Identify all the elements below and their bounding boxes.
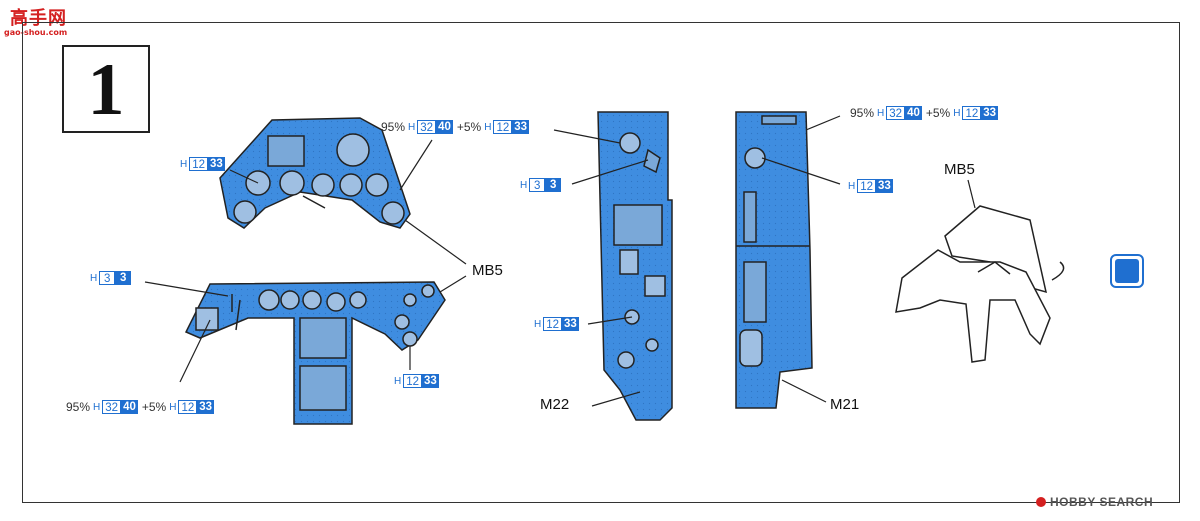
- paint-code: 12: [403, 374, 423, 388]
- part-label-mb5-right: MB5: [944, 161, 975, 178]
- paint-callout-m21-top: 95% H 32 40 +5% H 12 33: [850, 105, 999, 121]
- paint-prefix: H: [93, 401, 101, 413]
- up-arrow-icon-bg: [1115, 259, 1139, 283]
- paint-callout-panel-bottom-left: 95% H 32 40 +5% H 12 33: [66, 399, 215, 415]
- part-label-m22: M22: [540, 396, 570, 413]
- paint-prefix: H: [408, 121, 416, 133]
- paint-code: 12: [493, 120, 513, 134]
- paint-percent: 95%: [850, 106, 875, 120]
- watermark-text: HOBBY SEARCH: [1050, 495, 1154, 509]
- paint-callout-m22-low: H 12 33: [534, 316, 579, 332]
- paint-code: 32: [886, 106, 906, 120]
- paint-code: 33: [197, 400, 215, 414]
- paint-code: 33: [208, 157, 225, 171]
- paint-code: 12: [178, 400, 198, 414]
- watermark: HOBBY SEARCH: [1036, 495, 1153, 509]
- paint-prefix: H: [534, 318, 542, 330]
- paint-callout-hood-top: 95% H 32 40 +5% H 12 33: [381, 119, 530, 135]
- paint-prefix: H: [90, 272, 98, 284]
- step-number: 1: [62, 45, 150, 133]
- m21-side-panel: [735, 111, 813, 409]
- paint-code: 3: [115, 271, 132, 285]
- paint-code: 12: [857, 179, 877, 193]
- site-logo-text: 高手网: [10, 8, 67, 29]
- paint-code: 33: [422, 374, 439, 388]
- up-arrow-icon-box: [1110, 254, 1144, 288]
- paint-code: 3: [545, 178, 562, 192]
- paint-callout-panel-left: H 3 3: [90, 270, 132, 286]
- paint-prefix: H: [520, 179, 528, 191]
- paint-code: 33: [512, 120, 530, 134]
- paint-prefix: H: [953, 107, 961, 119]
- paint-percent: +5%: [141, 400, 167, 414]
- instruction-frame: [22, 22, 1180, 503]
- paint-code: 12: [189, 157, 209, 171]
- paint-callout-m21-dial: H 12 33: [848, 178, 893, 194]
- paint-percent: 95%: [381, 120, 406, 134]
- paint-code: 12: [543, 317, 563, 331]
- paint-code: 12: [962, 106, 982, 120]
- paint-percent: +5%: [456, 120, 482, 134]
- paint-prefix: H: [877, 107, 885, 119]
- site-logo: 高手网 gao-shou.com: [4, 4, 74, 40]
- site-logo-url: gao-shou.com: [4, 28, 68, 37]
- paint-code: 3: [529, 178, 546, 192]
- paint-code: 32: [102, 400, 122, 414]
- paint-prefix: H: [484, 121, 492, 133]
- paint-code: 3: [99, 271, 116, 285]
- paint-code: 33: [876, 179, 893, 193]
- paint-prefix: H: [180, 158, 188, 170]
- part-label-m21: M21: [830, 396, 860, 413]
- m22-side-panel: [597, 111, 673, 421]
- paint-code: 33: [981, 106, 999, 120]
- paint-prefix: H: [394, 375, 402, 387]
- paint-code: 32: [417, 120, 437, 134]
- leader-lines: [144, 115, 976, 407]
- paint-callout-hood-left: H 12 33: [180, 156, 225, 172]
- paint-code: 33: [562, 317, 579, 331]
- paint-callout-panel-knob: H 12 33: [394, 373, 439, 389]
- paint-code: 40: [905, 106, 922, 120]
- instrument-hood: [219, 117, 411, 229]
- paint-percent: 95%: [66, 400, 91, 414]
- paint-code: 40: [121, 400, 138, 414]
- watermark-logo-icon: [1036, 497, 1046, 507]
- paint-prefix: H: [848, 180, 856, 192]
- paint-callout-m22-mid: H 3 3: [520, 177, 562, 193]
- paint-percent: +5%: [925, 106, 951, 120]
- paint-code: 40: [436, 120, 453, 134]
- part-label-mb5: MB5: [472, 262, 503, 279]
- instrument-panel: [184, 281, 446, 425]
- mb5-etched-part: [895, 205, 1065, 363]
- paint-prefix: H: [169, 401, 177, 413]
